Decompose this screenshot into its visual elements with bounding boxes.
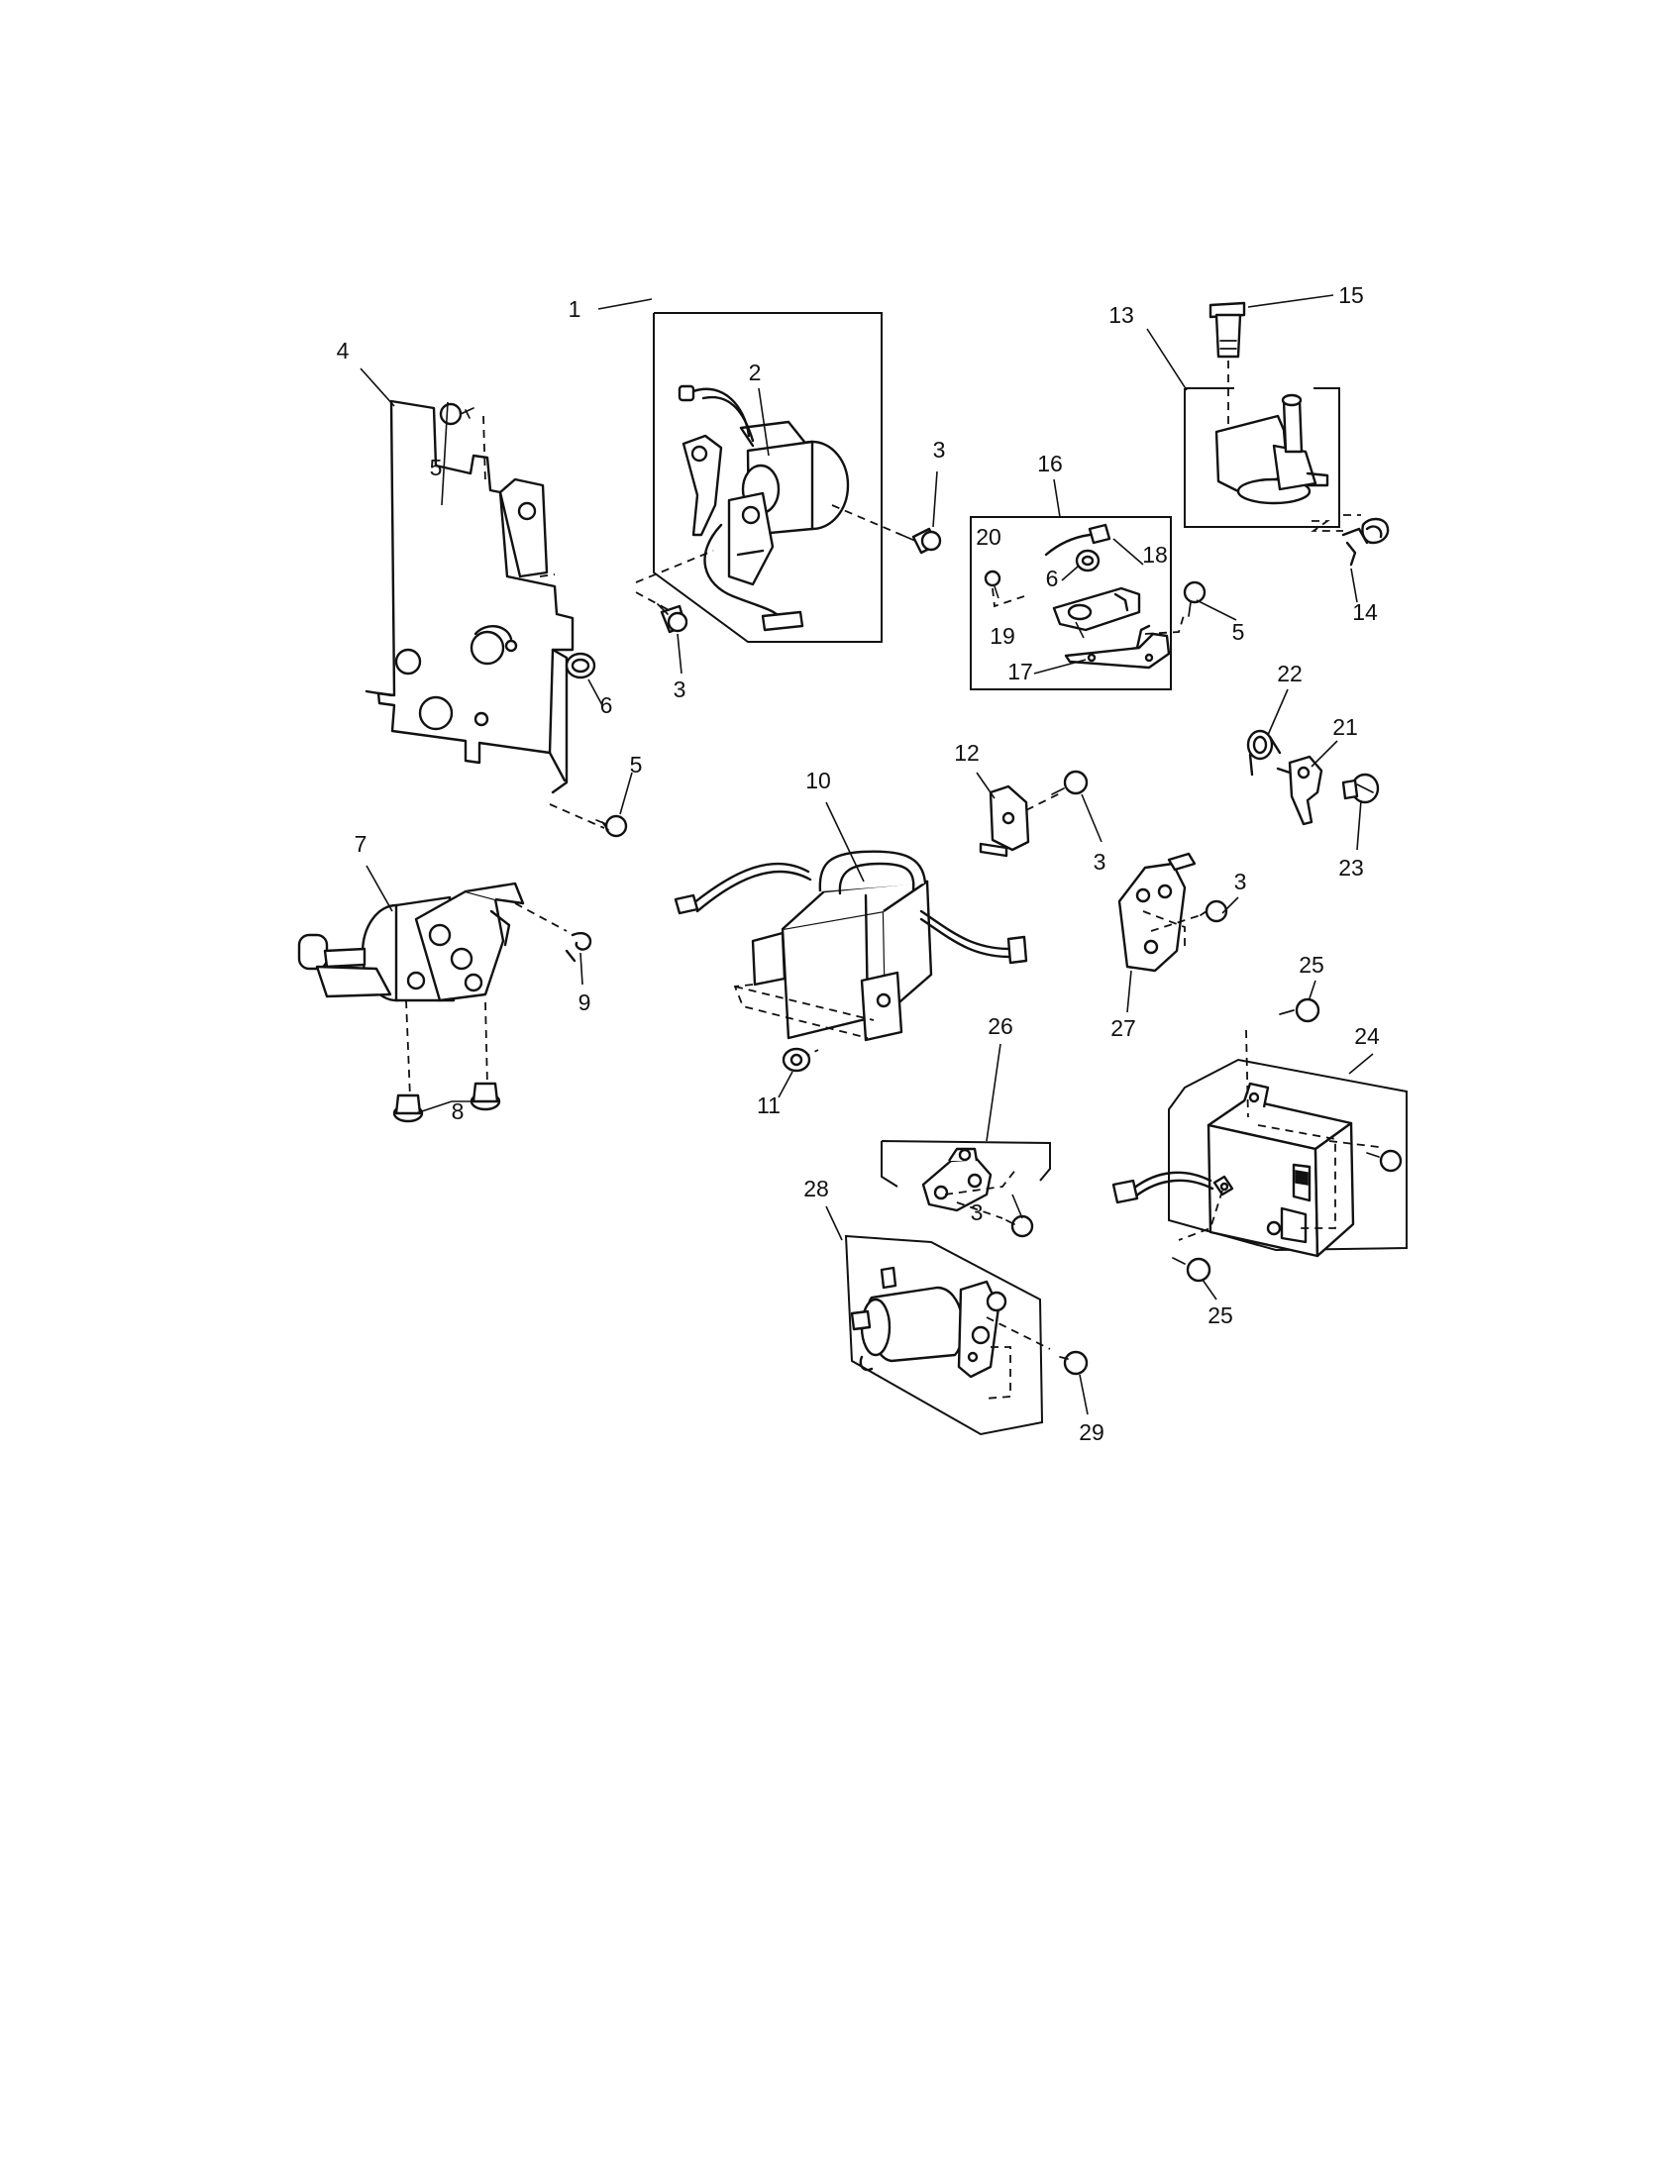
callout-8: 8: [452, 1098, 465, 1124]
callout-29: 29: [1079, 1419, 1104, 1445]
callout-18: 18: [1142, 542, 1168, 568]
part-4-mounting-plate: [365, 399, 605, 829]
part-17-lever: [1064, 624, 1171, 670]
spring-22: [1246, 729, 1282, 777]
pin-15: [1208, 301, 1246, 424]
callout-23: 23: [1338, 855, 1364, 881]
callout-16: 16: [1037, 451, 1063, 476]
callout-22: 22: [1277, 661, 1303, 686]
callout-5: 5: [430, 455, 443, 480]
screw-25-bottom: [1172, 1257, 1211, 1283]
callout-17: 17: [1007, 659, 1033, 684]
callout-6: 6: [1046, 566, 1059, 591]
callout-14: 14: [1352, 599, 1378, 625]
screw-11: [782, 1047, 811, 1073]
part-7-motor: [297, 882, 568, 1098]
spring-6-left: [565, 652, 596, 679]
callout-20: 20: [976, 524, 1001, 550]
screw-3-right-of-part-26: [1005, 1214, 1034, 1238]
callout-9: 9: [578, 989, 591, 1015]
leader-lines: [360, 294, 1374, 1415]
callout-6: 6: [600, 692, 613, 718]
screw-20: [984, 570, 1025, 608]
part-19-holder: [1052, 586, 1141, 632]
callout-3: 3: [674, 676, 686, 702]
screw-5-right-of-part-16: [1183, 580, 1207, 617]
part-27-plate: [1117, 852, 1202, 973]
part-28-small-motor: [844, 1234, 1051, 1436]
callout-3: 3: [1094, 849, 1106, 875]
part-1-assembly: [635, 312, 902, 643]
callout-25: 25: [1299, 952, 1324, 978]
spring-14: [1311, 514, 1390, 567]
callout-28: 28: [803, 1176, 829, 1201]
screw-5-bottom-of-part-4: [595, 814, 628, 838]
screw-3-right-of-part-1: [900, 527, 942, 555]
callout-15: 15: [1338, 282, 1364, 308]
callout-2: 2: [749, 360, 762, 385]
callout-10: 10: [805, 768, 831, 793]
screw-3-left-of-part-1: [657, 603, 688, 634]
part-26-bracket: [881, 1140, 1051, 1219]
clip-9: [565, 932, 592, 963]
callout-7: 7: [355, 831, 368, 857]
callout-1: 1: [569, 296, 581, 322]
callout-4: 4: [337, 338, 350, 364]
callout-11: 11: [757, 1092, 781, 1118]
screw-23: [1341, 773, 1380, 804]
screw-25-top: [1279, 997, 1320, 1023]
callout-25: 25: [1208, 1302, 1233, 1328]
callout-5: 5: [1232, 619, 1245, 645]
part-16-assembly: [970, 516, 1186, 690]
callout-19: 19: [990, 623, 1015, 649]
lever-21: [1276, 755, 1323, 826]
screw-25-right: [1366, 1149, 1403, 1173]
callout-26: 26: [988, 1013, 1013, 1039]
screw-29: [1059, 1350, 1089, 1376]
callout-3: 3: [971, 1199, 984, 1225]
connector-18: [1044, 523, 1111, 557]
callout-5: 5: [630, 752, 643, 778]
screw-5-top-of-part-4: [439, 402, 474, 426]
ring-6-in-16: [1075, 549, 1101, 572]
screw-3-right-of-part-27: [1200, 899, 1228, 923]
callout-27: 27: [1110, 1015, 1136, 1041]
callout-3: 3: [1234, 869, 1247, 894]
callout-12: 12: [954, 740, 980, 766]
callout-24: 24: [1354, 1023, 1380, 1049]
callout-3: 3: [933, 437, 946, 463]
part-13-assembly: [1184, 387, 1340, 528]
screw-3-right-of-part-12: [1051, 770, 1089, 795]
callout-labels: 1 2 3 3 3 3 3 4 5 5 5 6 6 7 8 9 10 11 12…: [337, 282, 1380, 1445]
part-12-bracket: [979, 784, 1063, 858]
part-24-switch-box: [1111, 1029, 1408, 1258]
part-10-transformer: [674, 850, 1028, 1059]
callout-21: 21: [1332, 714, 1358, 740]
callout-13: 13: [1108, 302, 1134, 328]
